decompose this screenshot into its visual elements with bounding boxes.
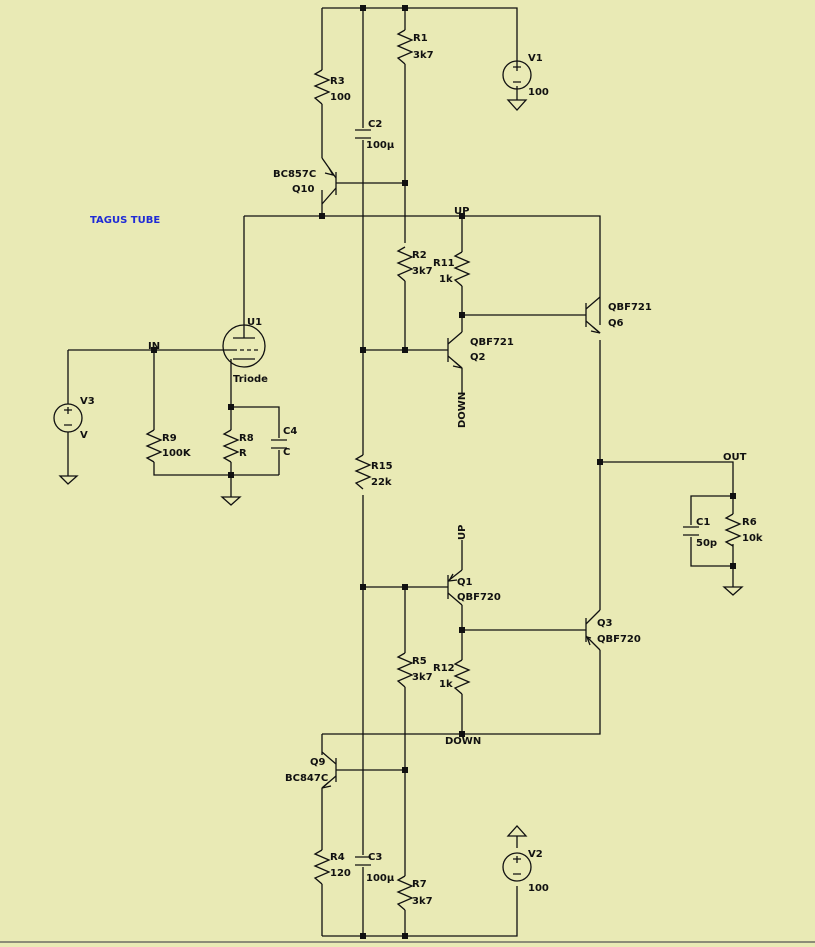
transistor-q10[interactable]: BC857C Q10 [273,157,345,205]
capacitor-c1[interactable]: C1 50p [683,517,717,549]
v3-value: V [80,430,88,441]
r11-label: R11 [433,258,455,269]
net-down-rail-label: DOWN [445,736,481,747]
r15-value: 22k [371,477,392,488]
v1-label: V1 [528,53,543,64]
resistor-r15[interactable]: R15 22k [354,454,393,490]
r11-value: 1k [439,274,453,285]
r2-value: 3k7 [412,266,433,277]
triode-u1[interactable]: U1 Triode [222,317,268,385]
voltage-source-v1[interactable]: V1 100 [502,53,549,98]
r4-label: R4 [330,852,345,863]
q10-model: BC857C [273,169,316,180]
capacitor-c3[interactable]: C3 100µ [355,852,395,884]
ground-symbols [58,99,744,837]
capacitor-c2[interactable]: C2 100µ [355,119,395,151]
r5-value: 3k7 [412,672,433,683]
u1-model: Triode [233,374,268,385]
r12-value: 1k [439,679,453,690]
q3-model: QBF720 [597,634,641,645]
r9-label: R9 [162,433,177,444]
wires [67,7,734,937]
v3-label: V3 [80,396,95,407]
net-up-rail-label: UP [454,206,469,217]
q9-model: BC847C [285,773,328,784]
r5-label: R5 [412,656,427,667]
resistor-r6[interactable]: R6 10k [724,513,763,547]
c4-value: C [283,447,290,458]
c1-label: C1 [696,517,710,528]
transistor-q3[interactable]: Q3 QBF720 [580,609,641,651]
q3-label: Q3 [597,618,613,629]
resistor-r4[interactable]: R4 120 [313,849,351,885]
resistor-r1[interactable]: R1 3k7 [396,29,434,65]
r8-value: R [239,448,247,459]
r4-value: 120 [330,868,351,879]
transistor-q1[interactable]: Q1 QBF720 [440,569,501,606]
r12-label: R12 [433,663,455,674]
r7-value: 3k7 [412,896,433,907]
r2-label: R2 [412,250,427,261]
net-in-label: IN [148,341,160,352]
voltage-source-v3[interactable]: V3 V [53,396,95,441]
r7-label: R7 [412,879,427,890]
resistor-r2[interactable]: R2 3k7 [396,246,433,282]
q9-label: Q9 [310,757,326,768]
c2-label: C2 [368,119,382,130]
resistor-r3[interactable]: R3 100 [313,69,351,105]
net-labels: IN OUT UP DOWN UP DOWN [148,206,747,747]
resistor-r11[interactable]: R11 1k [433,251,471,287]
v1-value: 100 [528,87,549,98]
resistor-r12[interactable]: R12 1k [433,659,471,695]
v2-value: 100 [528,883,549,894]
r6-label: R6 [742,517,757,528]
resistor-r5[interactable]: R5 3k7 [396,652,433,688]
net-up-q1-label: UP [457,525,468,540]
r1-value: 3k7 [413,50,434,61]
transistor-q2[interactable]: QBF721 Q2 [440,331,514,369]
q10-label: Q10 [292,184,314,195]
junction-dots [151,5,736,939]
c1-value: 50p [696,538,717,549]
q6-label: Q6 [608,318,624,329]
r3-label: R3 [330,76,345,87]
r6-value: 10k [742,533,763,544]
net-down-q2-label: DOWN [457,392,468,428]
q1-label: Q1 [457,577,473,588]
r3-value: 100 [330,92,351,103]
v2-label: V2 [528,849,543,860]
c4-label: C4 [283,426,297,437]
net-out-label: OUT [723,452,747,463]
q2-label: Q2 [470,352,486,363]
c3-value: 100µ [366,873,395,884]
schematic-title: TAGUS TUBE [90,215,160,226]
q2-model: QBF721 [470,337,514,348]
r9-value: 100K [162,448,192,459]
transistor-q6[interactable]: QBF721 Q6 [578,296,652,334]
capacitor-c4[interactable]: C4 C [271,426,297,458]
r8-label: R8 [239,433,254,444]
resistor-r9[interactable]: R9 100K [145,429,192,463]
transistor-q9[interactable]: Q9 BC847C [285,751,345,789]
resistor-r7[interactable]: R7 3k7 [396,875,433,911]
r1-label: R1 [413,33,428,44]
q6-model: QBF721 [608,302,652,313]
c3-label: C3 [368,852,382,863]
r15-label: R15 [371,461,393,472]
resistor-r8[interactable]: R8 R [222,429,254,463]
voltage-source-v2[interactable]: V2 100 [502,849,549,894]
q1-model: QBF720 [457,592,501,603]
u1-label: U1 [247,317,262,328]
c2-value: 100µ [366,140,395,151]
